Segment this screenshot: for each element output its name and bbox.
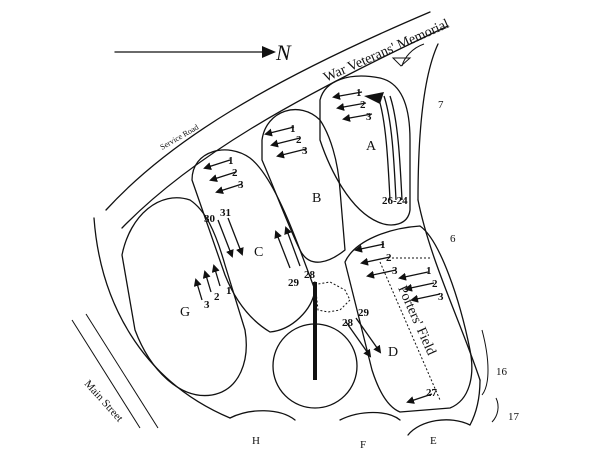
row-d3: 3 — [392, 265, 398, 277]
memorial-marker-icon — [391, 57, 412, 67]
section-b-outline — [261, 109, 346, 263]
row-g2: 2 — [214, 291, 220, 303]
section-h-label: H — [252, 435, 260, 447]
area-6-label: 6 — [450, 233, 456, 245]
section-d-label: D — [388, 345, 398, 360]
road-outlines — [71, 11, 499, 429]
row-27: 27 — [426, 387, 438, 399]
row-29-d: 29 — [358, 307, 370, 319]
service-road-label: Service Road — [159, 123, 201, 152]
row-b2: 2 — [296, 134, 302, 146]
row-d1: 1 — [380, 239, 386, 251]
row-a1: 1 — [356, 87, 362, 99]
section-b-arrows — [264, 126, 307, 159]
row-c2: 2 — [232, 167, 238, 179]
row-c3: 3 — [238, 179, 244, 191]
row-30: 30 — [204, 213, 216, 225]
section-e-label: E — [430, 435, 437, 447]
area-7-label: 7 — [438, 99, 444, 111]
row-28-c: 28 — [304, 269, 316, 281]
row-31: 31 — [220, 207, 231, 219]
section-b-label: B — [312, 191, 321, 206]
section-c-label: C — [254, 245, 263, 260]
row-a2: 2 — [360, 99, 366, 111]
rows-26-24: 26-24 — [382, 195, 408, 207]
row-a3: 3 — [366, 111, 372, 123]
area-16-label: 16 — [496, 366, 508, 378]
north-arrow: N — [114, 40, 292, 65]
row-c1: 1 — [228, 155, 234, 167]
row-b3: 3 — [302, 145, 308, 157]
row-g1: 1 — [226, 285, 232, 297]
row-b1: 1 — [290, 123, 296, 135]
porters-field-divider — [379, 261, 441, 401]
section-g-outline — [121, 197, 247, 397]
section-c-outline — [191, 149, 316, 333]
section-d-arrows — [345, 243, 441, 404]
section-g-label: G — [180, 305, 190, 320]
section-g-arrows — [193, 264, 221, 301]
section-a-label: A — [366, 139, 377, 154]
row-29-c: 29 — [288, 277, 300, 289]
row-28-d: 28 — [342, 317, 354, 329]
area-17-label: 17 — [508, 411, 520, 423]
row-e3: 3 — [438, 291, 444, 303]
row-g3: 3 — [204, 299, 210, 311]
section-f-label: F — [360, 439, 366, 450]
war-veterans-memorial-label: War Veterans' Memorial — [322, 17, 452, 86]
section-d-outline — [344, 225, 473, 413]
row-d2: 2 — [386, 252, 392, 264]
row-e2: 2 — [432, 278, 438, 290]
row-e1: 1 — [426, 265, 432, 277]
section-a-arrows — [332, 91, 403, 201]
section-a-outline — [319, 75, 411, 226]
north-symbol: N — [275, 40, 292, 65]
main-street-label: Main Street — [82, 378, 125, 424]
section-c-arrows — [203, 159, 301, 269]
